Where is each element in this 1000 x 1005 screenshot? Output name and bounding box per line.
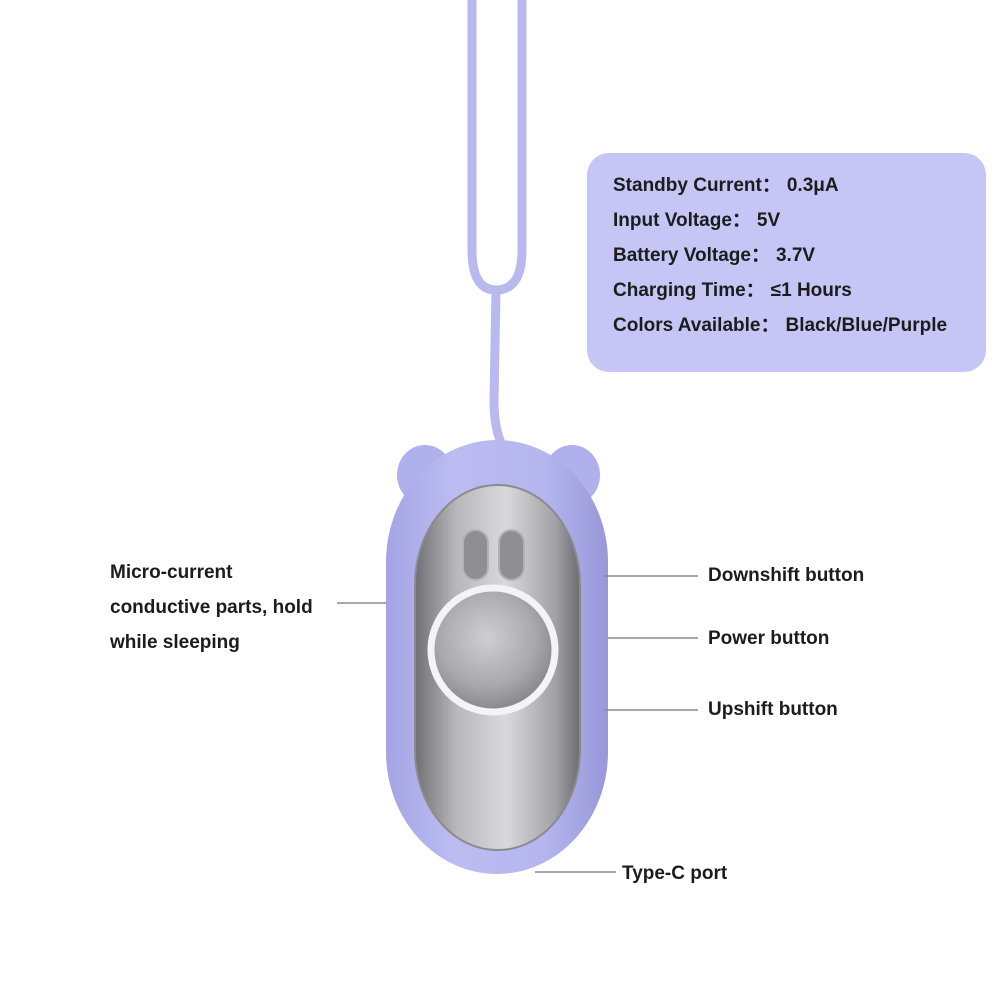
spec-row: Standby Current：0.3μA [613,171,986,206]
callout-line: while sleeping [110,632,240,653]
spec-label: Colors Available： [613,315,780,336]
lanyard [467,0,527,445]
spec-label: Input Voltage： [613,210,751,231]
spec-value: 0.3μA [786,175,839,196]
indicator-pill-right [498,529,525,581]
callout-line: conductive parts, hold [110,597,313,618]
indicator-pill-left [462,529,489,581]
callout-conductive-parts: Micro-current conductive parts, hold whi… [110,555,340,660]
callout-line: Micro-current [110,562,233,583]
callout-power-button: Power button [708,628,830,649]
power-ring [427,584,559,716]
spec-row: Charging Time：≤1 Hours [613,276,986,311]
callout-type-c-port: Type-C port [622,863,728,884]
callout-downshift-button: Downshift button [708,565,865,586]
spec-value: Black/Blue/Purple [785,315,948,336]
spec-row: Input Voltage：5V [613,206,986,241]
spec-value: ≤1 Hours [770,280,852,301]
spec-label: Battery Voltage： [613,245,770,266]
spec-label: Standby Current： [613,175,781,196]
spec-label: Charging Time： [613,280,765,301]
spec-card: Standby Current：0.3μA Input Voltage：5V B… [587,153,986,372]
spec-value: 5V [756,210,781,231]
spec-value: 3.7V [775,245,816,266]
spec-row: Colors Available：Black/Blue/Purple [613,311,986,346]
spec-row: Battery Voltage：3.7V [613,241,986,276]
callout-upshift-button: Upshift button [708,699,838,720]
leader-lines [337,575,698,873]
